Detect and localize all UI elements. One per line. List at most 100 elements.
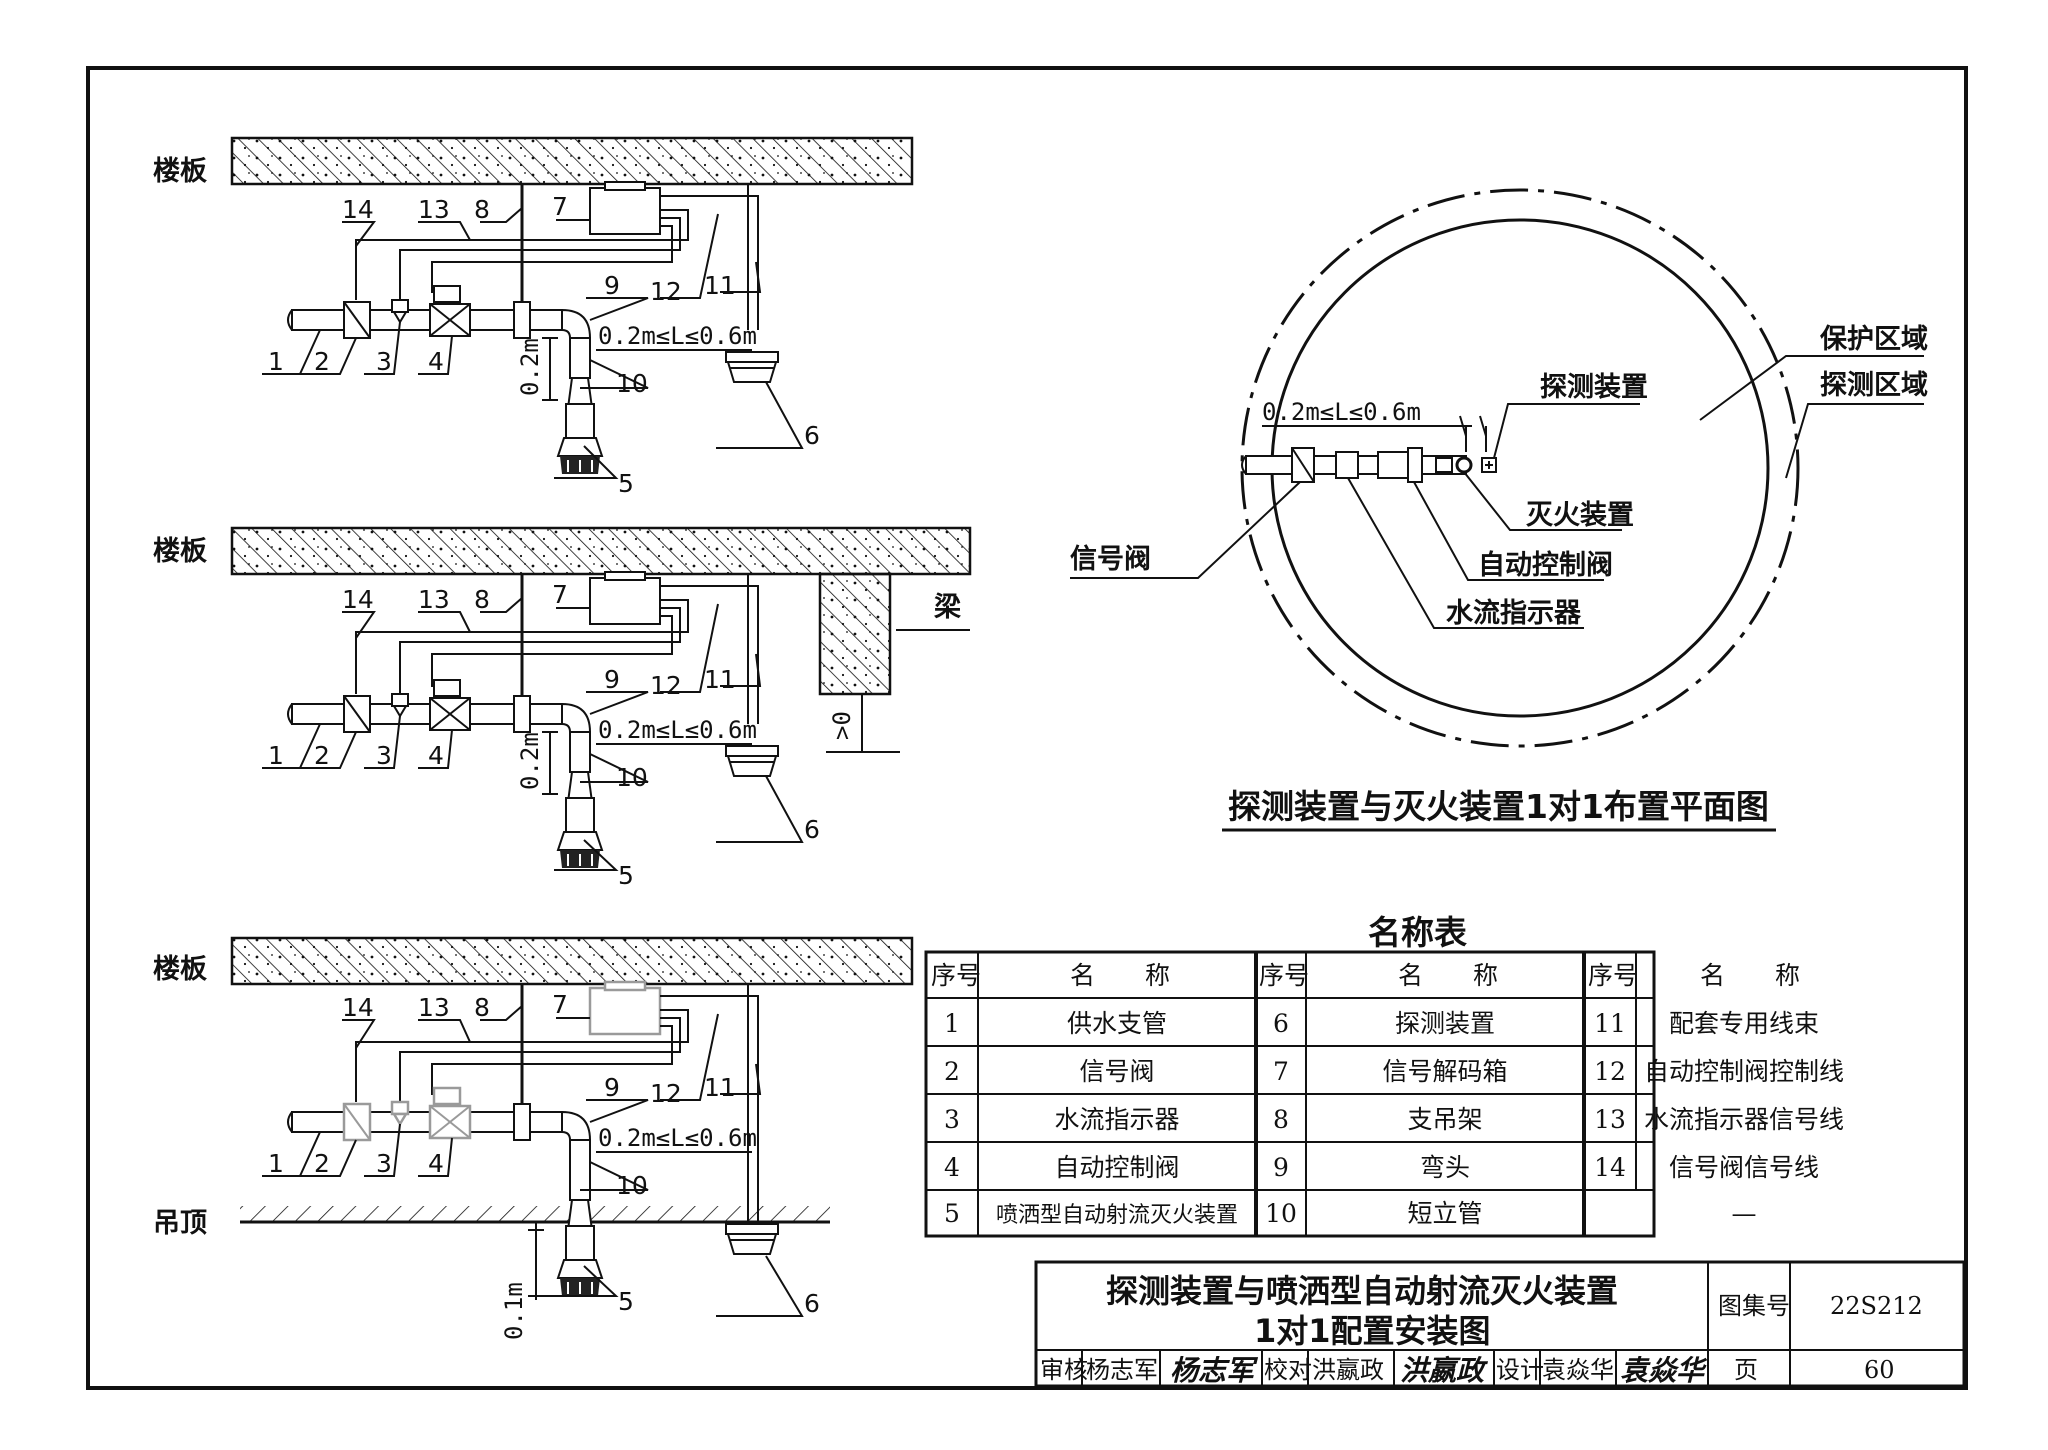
table-cell-index: 14 (1594, 1153, 1626, 1182)
slab-label-2: 楼板 (153, 536, 207, 567)
table-cell-index: 12 (1594, 1057, 1626, 1086)
distance-label: 0.2m≤L≤0.6m (598, 322, 757, 350)
slab-label-3: 楼板 (153, 954, 207, 985)
plan-distance-label: 0.2m≤L≤0.6m (1262, 398, 1421, 426)
callout-4: 4 (428, 741, 444, 770)
table-cell-name: 信号解码箱 (1382, 1057, 1507, 1086)
callout-11: 11 (704, 665, 736, 694)
checker-signature: 洪嬴政 (1400, 1354, 1489, 1387)
header-name: 名 称 (1398, 961, 1498, 990)
title-block: 探测装置与喷洒型自动射流灭火装置 1对1配置安装图 图集号 22S212 页 6… (1034, 1260, 1966, 1388)
decoder-box (589, 187, 661, 235)
table-cell-index: 8 (1273, 1105, 1289, 1134)
distance-label-2: 0.2m≤L≤0.6m (598, 716, 757, 744)
callout-1: 1 (268, 1149, 284, 1178)
callout-5: 5 (618, 469, 634, 498)
drawing-title-line2: 1对1配置安装图 (1254, 1312, 1491, 1350)
table-cell-name: 信号阀信号线 (1669, 1153, 1819, 1182)
callout-2: 2 (314, 347, 330, 376)
extinguisher-icon (1455, 456, 1473, 474)
atlas-number: 22S212 (1830, 1292, 1923, 1320)
callout-1: 1 (268, 741, 284, 770)
atlas-label: 图集号 (1718, 1292, 1790, 1320)
designer-signature: 袁焱华 (1620, 1354, 1708, 1387)
callout-14: 14 (342, 993, 374, 1022)
page-label: 页 (1734, 1356, 1758, 1384)
plan-extinguisher-label: 灭火装置 (1526, 500, 1634, 531)
table-cell-name: 配套专用线束 (1669, 1009, 1819, 1038)
callout-13: 13 (418, 585, 450, 614)
callout-12: 12 (650, 1079, 682, 1108)
callout-10: 10 (616, 1171, 648, 1200)
table-cell-name: 自动控制阀控制线 (1644, 1057, 1844, 1086)
review-label: 审核 (1040, 1356, 1088, 1384)
beam-label: 梁 (934, 592, 961, 623)
table-cell-name: 探测装置 (1395, 1009, 1495, 1038)
section-diagram-1: 楼板 (153, 136, 914, 498)
gt0-dimension: >0 (828, 711, 856, 740)
callout-7: 7 (552, 192, 568, 221)
drop-dimension-3: 0.1m (500, 1282, 528, 1340)
callout-3: 3 (376, 1149, 392, 1178)
plan-title: 探测装置与灭火装置1对1布置平面图 (1228, 787, 1769, 826)
table-cell-index: 2 (944, 1057, 960, 1086)
plan-protection-zone-label: 保护区域 (1819, 324, 1928, 355)
table-cell-index: 11 (1594, 1009, 1626, 1038)
callout-12: 12 (650, 671, 682, 700)
check-label: 校对 (1264, 1356, 1312, 1384)
callout-10: 10 (616, 763, 648, 792)
table-cell-index: 4 (944, 1153, 960, 1182)
section-diagram-2: 楼板 梁 0.2m 0.2m≤L≤0.6m >0 (153, 526, 972, 890)
callout-5: 5 (618, 861, 634, 890)
distance-label-3: 0.2m≤L≤0.6m (598, 1124, 757, 1152)
table-cell-name: 自动控制阀 (1054, 1153, 1179, 1182)
callout-13: 13 (418, 993, 450, 1022)
table-cell-name: 支吊架 (1407, 1105, 1482, 1134)
callout-8: 8 (474, 195, 490, 224)
callout-14: 14 (342, 195, 374, 224)
table-cell-index: 13 (1594, 1105, 1626, 1134)
section-diagram-3: 楼板 吊顶 0.1m 0.2m≤L≤0.6m (153, 936, 914, 1340)
callout-9: 9 (604, 271, 620, 300)
callout-9: 9 (604, 1073, 620, 1102)
table-cell-index: 5 (944, 1199, 960, 1228)
callout-2: 2 (314, 1149, 330, 1178)
callout-5: 5 (618, 1287, 634, 1316)
callout-2: 2 (314, 741, 330, 770)
table-cell-name: 信号阀 (1079, 1057, 1154, 1086)
callout-4: 4 (428, 1149, 444, 1178)
table-cell-name: 弯头 (1420, 1153, 1470, 1182)
callout-7: 7 (552, 990, 568, 1019)
plan-flow-indicator-label: 水流指示器 (1446, 598, 1582, 629)
ceiling-label: 吊顶 (153, 1208, 207, 1239)
callout-14: 14 (342, 585, 374, 614)
plan-detection-zone-label: 探测区域 (1820, 370, 1928, 401)
table-cell-name: 短立管 (1407, 1199, 1482, 1228)
table-cell-name: 水流指示器 (1054, 1105, 1179, 1134)
callout-6: 6 (804, 421, 820, 450)
header-name: 名 称 (1070, 961, 1170, 990)
table-cell-name: 喷洒型自动射流灭火装置 (996, 1203, 1238, 1228)
detection-zone-circle (1240, 188, 1800, 748)
callout-7: 7 (552, 580, 568, 609)
design-label: 设计 (1496, 1356, 1544, 1384)
page-number: 60 (1864, 1356, 1895, 1384)
reviewer-name: 杨志军 (1086, 1356, 1158, 1384)
table-cell-index: 6 (1273, 1009, 1289, 1038)
callout-11: 11 (704, 1073, 736, 1102)
callout-9: 9 (604, 665, 620, 694)
callout-3: 3 (376, 741, 392, 770)
header-index: 序号 (1259, 961, 1309, 990)
plan-view: 0.2m≤L≤0.6m 探测装置 灭火装置 自动控制阀 水流指示器 信号阀 保护… (1070, 188, 1928, 832)
callout-6: 6 (804, 815, 820, 844)
header-index: 序号 (931, 961, 981, 990)
callout-8: 8 (474, 585, 490, 614)
header-name: 名 称 (1700, 961, 1800, 990)
table-cell-index: 1 (944, 1009, 960, 1038)
reviewer-signature: 杨志军 (1170, 1354, 1259, 1387)
callout-10: 10 (616, 369, 648, 398)
drop-dimension-2: 0.2m (516, 732, 544, 790)
plan-signal-valve-label: 信号阀 (1070, 544, 1151, 575)
